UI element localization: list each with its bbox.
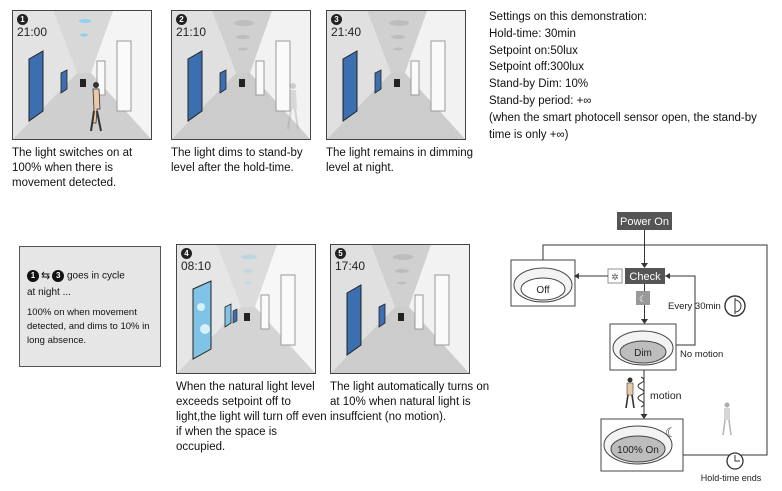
cycle-text-2: at night ... [27, 287, 71, 298]
scene-panel-1: 1 21:00 [12, 10, 152, 140]
settings-setpoint-off: Setpoint off:300lux [489, 61, 585, 74]
step-badge-4: 4 [181, 248, 192, 259]
off-lamp-inner [520, 277, 566, 301]
full-on-label: 100% On [617, 445, 659, 456]
faded-person-icon [287, 83, 299, 130]
svg-text:☾: ☾ [639, 294, 647, 304]
corridor-scene-1 [13, 11, 151, 139]
step-badge-5: 5 [335, 248, 346, 259]
dim-to-check-line [665, 275, 696, 346]
hold-time-ends-label: Hold-time ends [701, 473, 762, 483]
settings-hold-time: Hold-time: 30min [489, 27, 576, 40]
svg-text:✲: ✲ [611, 272, 619, 282]
scene-panel-3: 3 21:40 [326, 10, 466, 140]
caption-panel-5: The light automatically turns on at 10% … [330, 381, 490, 423]
check-label: Check [629, 271, 661, 283]
settings-block: Settings on this demonstration: Hold-tim… [489, 9, 779, 143]
step-badge-2: 2 [176, 14, 187, 25]
time-label-2: 21:10 [176, 25, 207, 39]
step-1-icon: 1 [27, 270, 39, 282]
motion-wave-icon [637, 376, 645, 408]
step-3-icon: 3 [52, 270, 65, 282]
time-label-5: 17:40 [335, 259, 366, 273]
settings-standby-dim: Stand-by Dim: 10% [489, 78, 589, 91]
scene-panel-4: 4 08:10 [176, 244, 316, 374]
caption-panel-2: The light dims to stand-by level after t… [171, 147, 303, 174]
caption-panel-1: The light switches on at 100% when there… [12, 147, 133, 189]
time-label-1: 21:00 [17, 25, 48, 39]
on-lamp-inner [610, 435, 666, 463]
moon-icon: ☾ [665, 425, 677, 440]
caption-panel-3: The light remains in dimming level at ni… [326, 147, 474, 174]
moon-small-icon [636, 291, 650, 305]
step-badge-1: 1 [17, 14, 28, 25]
corridor-scene-4 [177, 245, 315, 373]
power-arrowhead [641, 263, 648, 268]
cycle-line-1: 1⇆3 goes in cycle [27, 269, 125, 284]
state-flowchart: Power On Check ✲ Off ☾ Dim Every 30min N… [510, 212, 768, 483]
corridor-scene-2 [172, 11, 310, 139]
scene-panel-5: 5 17:40 [330, 244, 470, 374]
no-motion-label: No motion [680, 349, 723, 360]
scene-panel-2: 2 21:10 [171, 10, 311, 140]
off-label: Off [536, 285, 549, 296]
step-badge-3: 3 [331, 14, 342, 25]
settings-note: (when the smart photocell sensor open, t… [489, 111, 757, 141]
settings-setpoint-on: Setpoint on:50lux [489, 44, 578, 57]
corridor-scene-5 [331, 245, 469, 373]
cycle-text-1: goes in cycle [67, 270, 125, 282]
every-30min-label: Every 30min [668, 301, 721, 312]
dim-lamp-inner [619, 340, 667, 364]
cycle-arrows-icon: ⇆ [41, 270, 51, 282]
settings-heading: Settings on this demonstration: [489, 11, 647, 23]
power-on-label: Power On [620, 216, 669, 228]
motion-label: motion [650, 390, 682, 402]
walking-person-icon [90, 82, 102, 132]
person-motion-icon [625, 377, 635, 409]
cycle-text-3: 100% on when movement detected, and dims… [27, 307, 150, 346]
power-on-box [617, 212, 672, 230]
faded-person-hold-icon [722, 402, 732, 436]
caption-panel-4: When the natural light level exceeds set… [176, 381, 327, 453]
dim-label: Dim [634, 348, 652, 359]
settings-standby-period: Stand-by period: +∞ [489, 94, 592, 107]
check-box [625, 268, 665, 284]
corridor-scene-3 [327, 11, 465, 139]
time-label-3: 21:40 [331, 25, 362, 39]
time-label-4: 08:10 [181, 259, 212, 273]
cycle-info-box: 1⇆3 goes in cycle at night ... 100% on w… [19, 246, 161, 367]
